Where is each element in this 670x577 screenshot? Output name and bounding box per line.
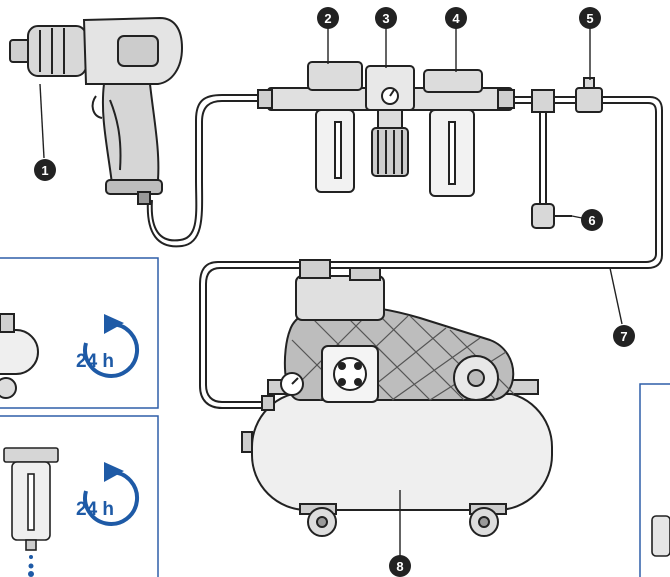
frl-unit bbox=[257, 61, 555, 197]
drain-valve bbox=[531, 203, 572, 229]
svg-text:1: 1 bbox=[41, 163, 48, 178]
compressor-tank bbox=[251, 391, 553, 511]
callout-4: 4 bbox=[445, 7, 467, 29]
impact-wrench bbox=[9, 16, 184, 205]
svg-text:4: 4 bbox=[452, 11, 460, 26]
callout-8: 8 bbox=[389, 555, 411, 577]
air-piping bbox=[146, 94, 663, 409]
svg-text:2: 2 bbox=[324, 11, 331, 26]
interval-label: 24 h bbox=[76, 351, 114, 372]
callout-3: 3 bbox=[375, 7, 397, 29]
maintenance-panel-tank: 24 h bbox=[0, 257, 159, 409]
svg-text:6: 6 bbox=[588, 213, 595, 228]
svg-text:7: 7 bbox=[620, 329, 627, 344]
callout-leaders bbox=[39, 28, 623, 560]
water-drop-icon bbox=[28, 555, 34, 577]
callout-5: 5 bbox=[579, 7, 601, 29]
svg-text:8: 8 bbox=[396, 559, 403, 574]
rotate-clockwise-arrow-icon bbox=[83, 462, 139, 526]
maintenance-panel-partial bbox=[639, 383, 670, 577]
svg-text:3: 3 bbox=[382, 11, 389, 26]
main-line bbox=[205, 96, 663, 403]
pump-head bbox=[295, 275, 385, 321]
callout-2: 2 bbox=[317, 7, 339, 29]
air-compressor bbox=[241, 259, 553, 537]
maintenance-panel-filter: 24 h bbox=[0, 415, 159, 577]
interval-label: 24 h bbox=[76, 499, 114, 520]
shutoff-valve bbox=[575, 77, 603, 113]
callout-6: 6 bbox=[581, 209, 603, 231]
rotate-clockwise-arrow-icon bbox=[83, 314, 139, 378]
svg-text:5: 5 bbox=[586, 11, 593, 26]
hose-wrench-to-line bbox=[150, 94, 270, 242]
callout-1: 1 bbox=[34, 159, 56, 181]
callout-7: 7 bbox=[613, 325, 635, 347]
